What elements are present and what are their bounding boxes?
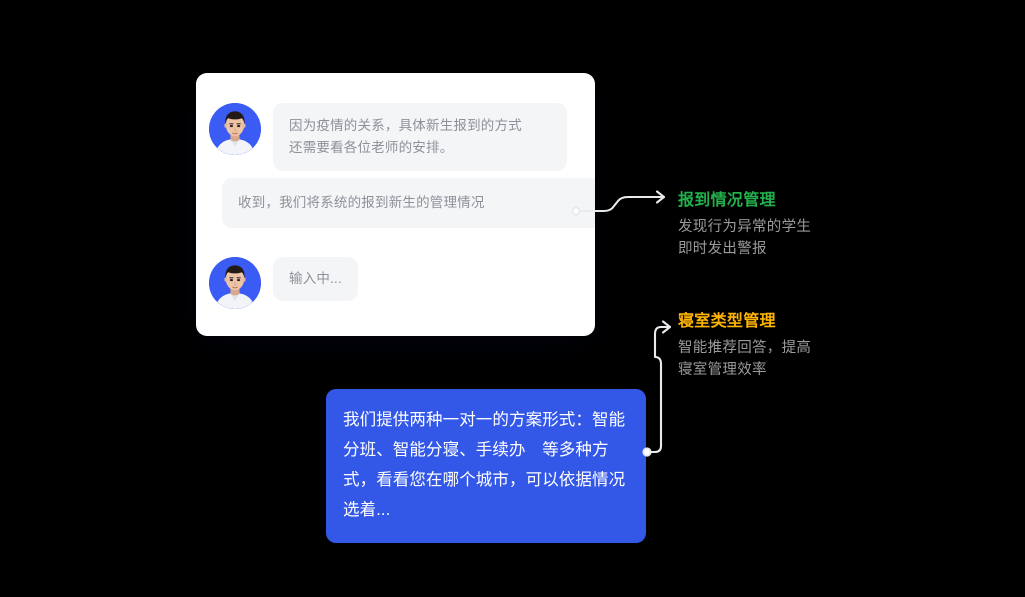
annotation-report-status: 报到情况管理 发现行为异常的学生 即时发出警报 [678, 190, 908, 260]
annotation-description: 发现行为异常的学生 即时发出警报 [678, 219, 812, 257]
chat-bubble-text: 因为疫情的关系，具体新生报到的方式 还需要看各位老师的安排。 [273, 103, 567, 171]
typing-indicator-text: 输入中... [273, 257, 358, 301]
chat-bubble-text: 收到，我们将系统的报到新生的管理情况 [222, 178, 595, 228]
chat-message-typing: 输入中... [209, 257, 358, 309]
chat-message-outgoing-1: 收到，我们将系统的报到新生的管理情况 [222, 178, 595, 230]
annotation-title: 寝室类型管理 [678, 313, 776, 330]
annotation-description: 智能推荐回答，提高 寝室管理效率 [678, 340, 812, 378]
male-student-avatar [209, 103, 261, 155]
chat-message-incoming-1: 因为疫情的关系，具体新生报到的方式 还需要看各位老师的安排。 [209, 103, 567, 171]
chat-conversation-card: 因为疫情的关系，具体新生报到的方式 还需要看各位老师的安排。 收到，我们将系统的… [196, 73, 595, 336]
annotation-title: 报到情况管理 [678, 192, 776, 209]
annotation-dorm-type: 寝室类型管理 智能推荐回答，提高 寝室管理效率 [678, 311, 908, 381]
male-student-avatar [209, 257, 261, 309]
highlighted-reply-bubble: 我们提供两种一对一的方案形式：智能分班、智能分寝、手续办 等多种方式，看看您在哪… [326, 389, 646, 543]
